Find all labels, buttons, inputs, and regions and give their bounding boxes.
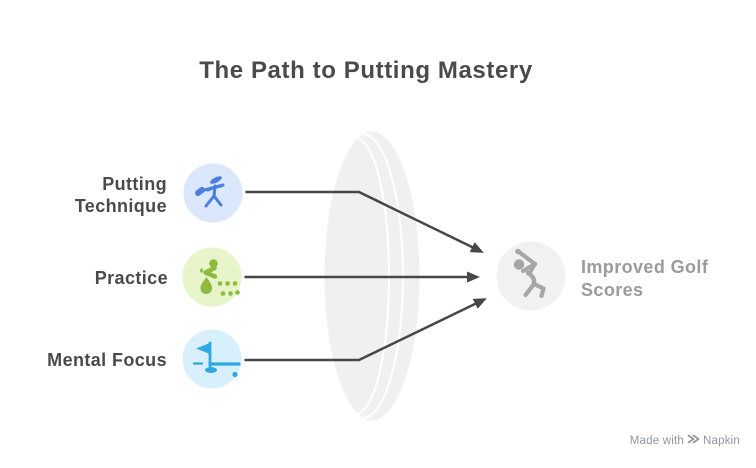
node-practice[interactable]: Practice (95, 244, 245, 310)
golf-flag-hole-icon (192, 341, 241, 378)
watermark-brand[interactable]: Napkin (703, 435, 740, 447)
node-label-practice: Practice (95, 268, 168, 288)
practice-putts-icon (199, 259, 240, 296)
page-title: The Path to Putting Mastery (199, 57, 533, 84)
napkin-logo-icon (687, 434, 700, 444)
connector-putting-technique (243, 190, 484, 253)
watermark-prefix: Made with (630, 435, 684, 447)
golf-swing-icon (513, 248, 546, 299)
node-label-improved-golf-line2: Scores (581, 280, 643, 300)
node-putting-technique[interactable]: Putting Technique (75, 160, 246, 226)
napkin-watermark[interactable]: Made with Napkin (630, 434, 740, 447)
golfer-putting-icon (195, 176, 225, 208)
node-label-mental-focus: Mental Focus (47, 350, 167, 370)
node-label-putting-line2: Technique (75, 196, 167, 216)
connector-mental-focus (243, 298, 487, 362)
node-label-putting-line1: Putting (102, 174, 167, 194)
node-circle-mental-focus[interactable] (179, 326, 245, 392)
node-mental-focus[interactable]: Mental Focus (47, 326, 245, 392)
node-label-improved-golf-line1: Improved Golf (581, 257, 709, 277)
node-improved-golf-scores[interactable]: Improved Golf Scores (493, 238, 709, 314)
